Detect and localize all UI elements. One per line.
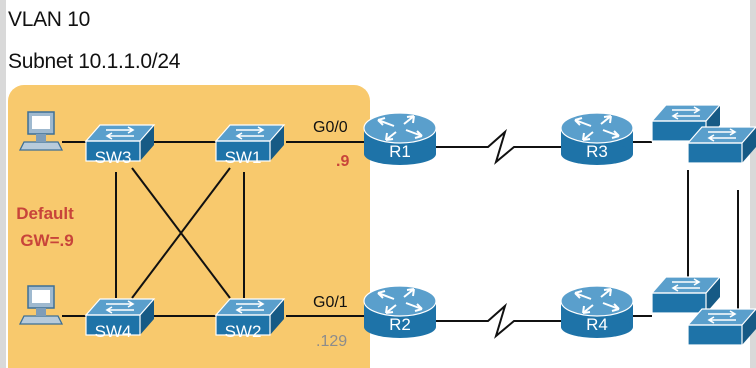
r2-interface-label: G0/1 — [313, 294, 348, 311]
sw1-label: SW1 — [225, 148, 262, 167]
vlan-title: VLAN 10 — [8, 8, 90, 31]
vlan-subnet-zone — [8, 85, 370, 368]
gateway-note-line2: GW=.9 — [20, 231, 73, 250]
wan-links — [436, 128, 739, 339]
r1-label: R1 — [389, 142, 411, 161]
right-edge — [750, 0, 756, 368]
r2-r4-serial — [436, 302, 562, 339]
gateway-note-line1: Default — [16, 204, 74, 223]
switch-links — [62, 141, 366, 317]
r2-ip-label: .129 — [316, 333, 347, 350]
r1-ip-label: .9 — [336, 153, 349, 170]
sw4-label: SW4 — [95, 322, 132, 341]
r1-r3-serial — [436, 128, 562, 165]
pc-bottom-icon — [19, 285, 63, 325]
r1-interface-label: G0/0 — [313, 119, 348, 136]
r3-label: R3 — [586, 142, 608, 161]
r4-label: R4 — [586, 315, 608, 334]
sw2-label: SW2 — [225, 322, 262, 341]
sw1-sw4-link — [131, 167, 231, 299]
switch-right-4-icon — [687, 308, 756, 346]
left-edge — [0, 0, 6, 368]
switch-right-2-icon — [687, 126, 756, 164]
sw3-label: SW3 — [95, 148, 132, 167]
subnet-title: Subnet 10.1.1.0/24 — [8, 50, 181, 73]
switch-right-3-icon — [651, 276, 721, 314]
r2-label: R2 — [389, 315, 411, 334]
pc-top-icon — [19, 111, 63, 151]
